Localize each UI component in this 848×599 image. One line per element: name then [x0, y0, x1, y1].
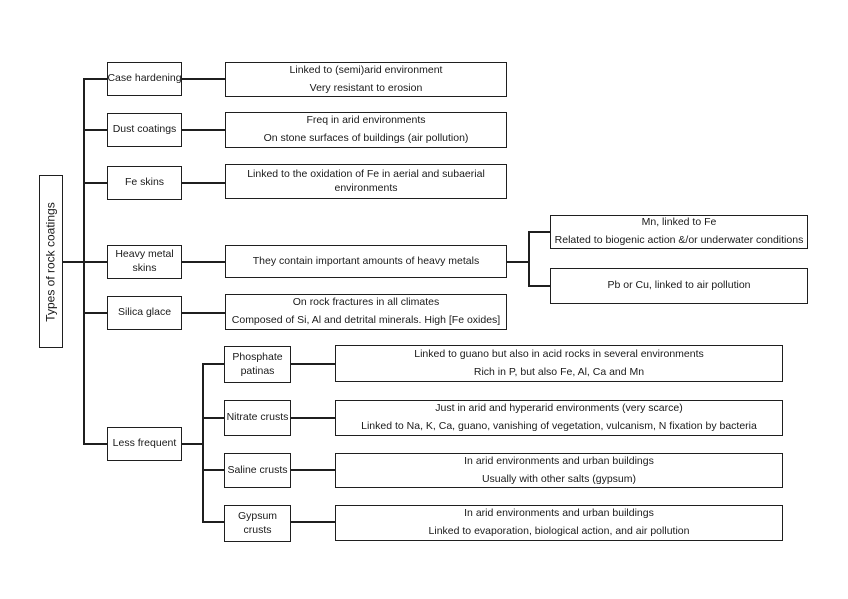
desc-saline-crusts: In arid environments and urban buildings… — [335, 453, 783, 488]
root-label: Types of rock coatings — [44, 201, 59, 322]
node-label: Nitrate crusts — [226, 411, 289, 424]
node-label: Silica glace — [117, 306, 172, 319]
desc-line: They contain important amounts of heavy … — [252, 254, 480, 267]
connector-subdesc-phosphate — [290, 363, 335, 365]
desc-line: Mn, linked to Fe — [641, 216, 717, 229]
desc-line: Pb or Cu, linked to air pollution — [607, 279, 751, 292]
node-dust-coatings: Dust coatings — [107, 113, 182, 147]
desc-heavy-metal-mn: Mn, linked to Fe Related to biogenic act… — [550, 215, 808, 249]
connector-branch-dust-coatings — [84, 129, 107, 131]
desc-nitrate-crusts: Just in arid and hyperarid environments … — [335, 400, 783, 436]
desc-line: Usually with other salts (gypsum) — [481, 472, 637, 485]
node-label: Dust coatings — [112, 123, 177, 136]
connector-branch-heavy-metal — [84, 261, 107, 263]
node-phosphate-patinas: Phosphate patinas — [224, 346, 291, 383]
connector-desc-silica-glace — [182, 312, 225, 314]
connector-root-trunk — [62, 261, 84, 263]
root-node-types-of-rock-coatings: Types of rock coatings — [39, 175, 63, 348]
node-label: Heavy metal skins — [115, 248, 174, 274]
connector-sub-saline — [203, 469, 224, 471]
desc-line: Related to biogenic action &/or underwat… — [554, 234, 804, 246]
desc-gypsum-crusts: In arid environments and urban buildings… — [335, 505, 783, 541]
connector-desc-heavy-metal — [182, 261, 225, 263]
desc-line: On stone surfaces of buildings (air poll… — [263, 132, 469, 144]
desc-line: Linked to the oxidation of Fe in aerial … — [247, 167, 485, 194]
node-label: Fe skins — [124, 176, 165, 189]
desc-line: Linked to (semi)arid environment — [289, 63, 443, 76]
connector-heavy-metal-pb — [529, 285, 550, 287]
desc-line: In arid environments and urban buildings — [464, 507, 654, 520]
node-label: Case hardening — [107, 72, 182, 85]
connector-sub-gypsum — [203, 521, 224, 523]
desc-line: Just in arid and hyperarid environments … — [435, 402, 683, 415]
connector-subdesc-nitrate — [290, 417, 335, 419]
connector-desc-case-hardening — [182, 78, 225, 80]
desc-line: Linked to Na, K, Ca, guano, vanishing of… — [361, 420, 757, 432]
connector-subdesc-gypsum — [290, 521, 335, 523]
node-silica-glace: Silica glace — [107, 296, 182, 330]
connector-heavy-metal-out — [507, 261, 529, 263]
desc-case-hardening: Linked to (semi)arid environment Very re… — [225, 62, 507, 97]
connector-branch-fe-skins — [84, 182, 107, 184]
node-label: Phosphate patinas — [232, 350, 283, 377]
node-case-hardening: Case hardening — [107, 62, 182, 96]
desc-heavy-metal-skins: They contain important amounts of heavy … — [225, 245, 507, 278]
desc-line: In arid environments and urban buildings — [464, 454, 654, 467]
desc-dust-coatings: Freq in arid environments On stone surfa… — [225, 112, 507, 148]
desc-line: Composed of Si, Al and detrital minerals… — [231, 314, 501, 326]
node-gypsum-crusts: Gypsum crusts — [224, 505, 291, 542]
connector-branch-less-frequent — [84, 443, 107, 445]
connector-desc-dust-coatings — [182, 129, 225, 131]
desc-line: On rock fractures in all climates — [292, 296, 440, 309]
desc-silica-glace: On rock fractures in all climates Compos… — [225, 294, 507, 330]
desc-line: Linked to evaporation, biological action… — [428, 525, 690, 537]
desc-line: Linked to guano but also in acid rocks i… — [414, 347, 704, 360]
desc-fe-skins: Linked to the oxidation of Fe in aerial … — [225, 164, 507, 199]
desc-line: Very resistant to erosion — [309, 81, 423, 94]
connector-branch-silica-glace — [84, 312, 107, 314]
connector-branch-case-hardening — [84, 78, 107, 80]
desc-line: Freq in arid environments — [306, 114, 426, 127]
node-fe-skins: Fe skins — [107, 166, 182, 200]
connector-subdesc-saline — [290, 469, 335, 471]
node-nitrate-crusts: Nitrate crusts — [224, 400, 291, 436]
desc-line: Rich in P, but also Fe, Al, Ca and Mn — [473, 365, 645, 378]
node-label: Gypsum crusts — [237, 509, 278, 536]
connector-heavy-metal-mn — [529, 231, 550, 233]
node-less-frequent: Less frequent — [107, 427, 182, 461]
connector-sub-trunk — [202, 363, 204, 523]
desc-heavy-metal-pb: Pb or Cu, linked to air pollution — [550, 268, 808, 304]
connector-sub-nitrate — [203, 417, 224, 419]
desc-phosphate-patinas: Linked to guano but also in acid rocks i… — [335, 345, 783, 382]
connector-desc-fe-skins — [182, 182, 225, 184]
node-saline-crusts: Saline crusts — [224, 453, 291, 488]
connector-less-frequent-out — [182, 443, 203, 445]
node-label: Saline crusts — [227, 463, 288, 476]
connector-sub-phosphate — [203, 363, 224, 365]
node-heavy-metal-skins: Heavy metal skins — [107, 245, 182, 279]
node-label: Less frequent — [112, 437, 177, 450]
connector-heavy-metal-vertical — [528, 231, 530, 287]
